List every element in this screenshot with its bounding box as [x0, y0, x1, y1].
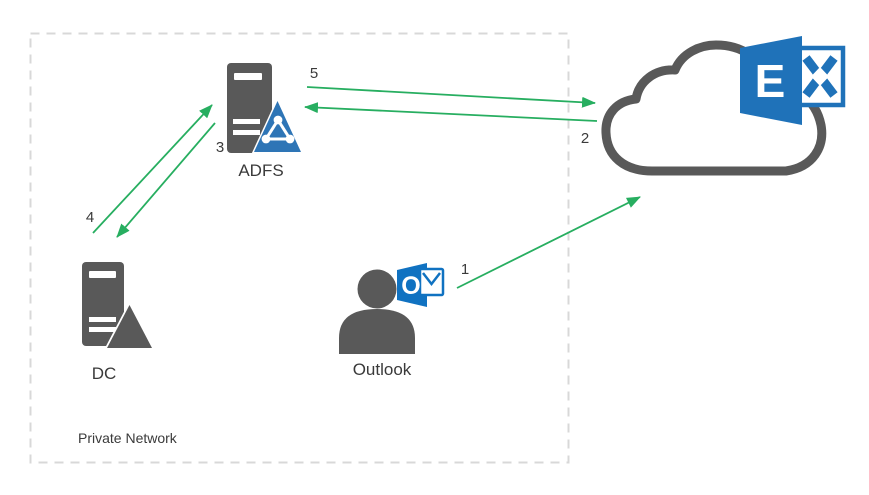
arrow-2-line — [304, 102, 598, 122]
arrow-1-label: 1 — [461, 261, 469, 278]
private-network-label: Private Network — [78, 430, 178, 446]
arrow-5-label: 5 — [310, 65, 318, 82]
arrow-3-label: 3 — [216, 139, 224, 156]
server-panel-bar — [234, 73, 262, 80]
outlook-logo-icon: O — [397, 263, 445, 307]
user-shoulders — [339, 309, 415, 354]
exchange-logo-icon: E — [740, 36, 846, 125]
server-panel-line — [89, 327, 116, 332]
envelope-flap — [422, 272, 441, 287]
adfs-label: ADFS — [238, 161, 283, 180]
badge-dot — [285, 134, 295, 144]
badge-dot — [261, 134, 271, 144]
adfs-node: ADFS — [227, 63, 304, 180]
exchange-x-center — [811, 67, 829, 86]
adfs-badge-icon — [251, 97, 304, 154]
user-head — [357, 269, 397, 309]
exchange-online-node: E — [601, 36, 846, 176]
server-panel-line — [233, 119, 260, 124]
adfs-server-icon — [227, 63, 272, 153]
outlook-logo-letter: O — [401, 272, 420, 300]
user-icon — [339, 269, 415, 354]
outlook-label: Outlook — [353, 360, 412, 379]
arrow-4-label: 4 — [86, 209, 94, 226]
arrow-5: 5 — [306, 65, 596, 108]
exchange-flag — [740, 36, 802, 125]
cloud-icon — [601, 40, 827, 176]
arrow-4: 4 — [86, 104, 213, 234]
badge-dot — [273, 115, 283, 125]
arrow-2: 2 — [304, 102, 598, 147]
outlook-node: O Outlook — [339, 263, 445, 379]
server-panel-line — [89, 317, 116, 322]
arrow-1-line — [456, 196, 641, 289]
arrow-4-line — [92, 104, 213, 234]
arrow-2-label: 2 — [581, 130, 589, 147]
dc-label: DC — [92, 364, 117, 383]
private-network-boundary — [29, 32, 570, 464]
arrow-1: 1 — [456, 196, 641, 289]
arrow-3-line — [116, 122, 216, 238]
arrow-5-line — [306, 86, 596, 108]
dc-node: DC — [82, 262, 155, 383]
server-panel-line — [233, 130, 260, 135]
server-tower — [82, 262, 124, 346]
dc-server-icon — [82, 262, 155, 350]
dc-triangle-icon — [104, 301, 155, 350]
server-panel-bar — [89, 271, 116, 278]
arrow-3: 3 — [116, 122, 224, 238]
exchange-logo-letter: E — [755, 55, 786, 107]
